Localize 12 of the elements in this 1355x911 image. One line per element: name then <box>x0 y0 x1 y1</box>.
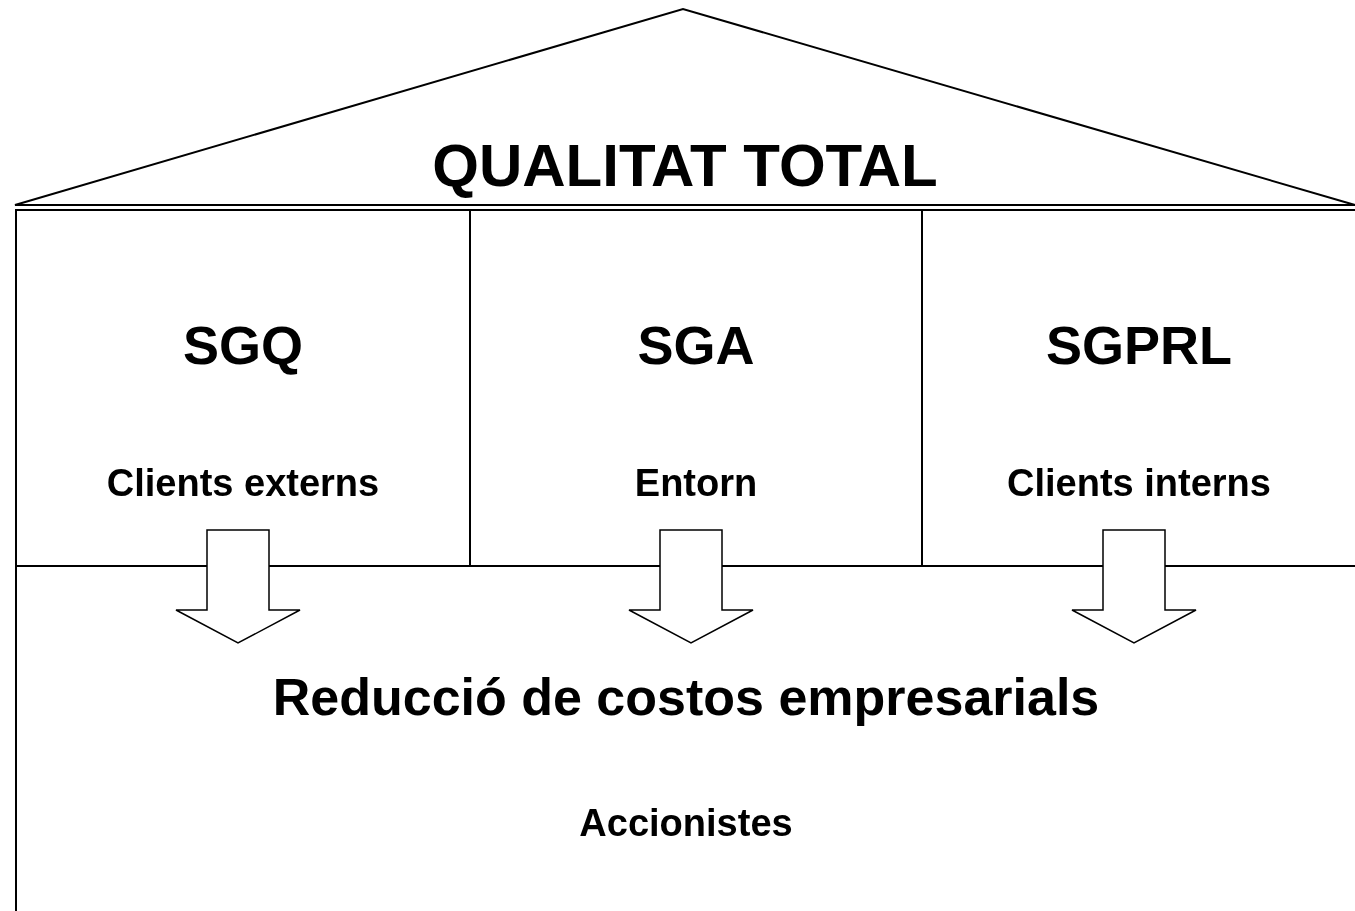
pillar-box <box>15 209 471 567</box>
block-arrow <box>175 529 301 644</box>
system-name: SGA <box>637 318 755 372</box>
title-text: QUALITAT TOTAL <box>432 136 938 196</box>
block-arrow <box>628 529 754 644</box>
stakeholder-label: Clients externs <box>106 464 380 502</box>
system-name: SGPRL <box>1046 318 1232 372</box>
stakeholder-label: Accionistes <box>579 804 793 842</box>
roof-triangle <box>15 8 1355 206</box>
stakeholder-label: Clients interns <box>1007 464 1271 502</box>
stakeholder-label: Entorn <box>634 464 758 502</box>
block-arrow <box>1071 529 1197 644</box>
